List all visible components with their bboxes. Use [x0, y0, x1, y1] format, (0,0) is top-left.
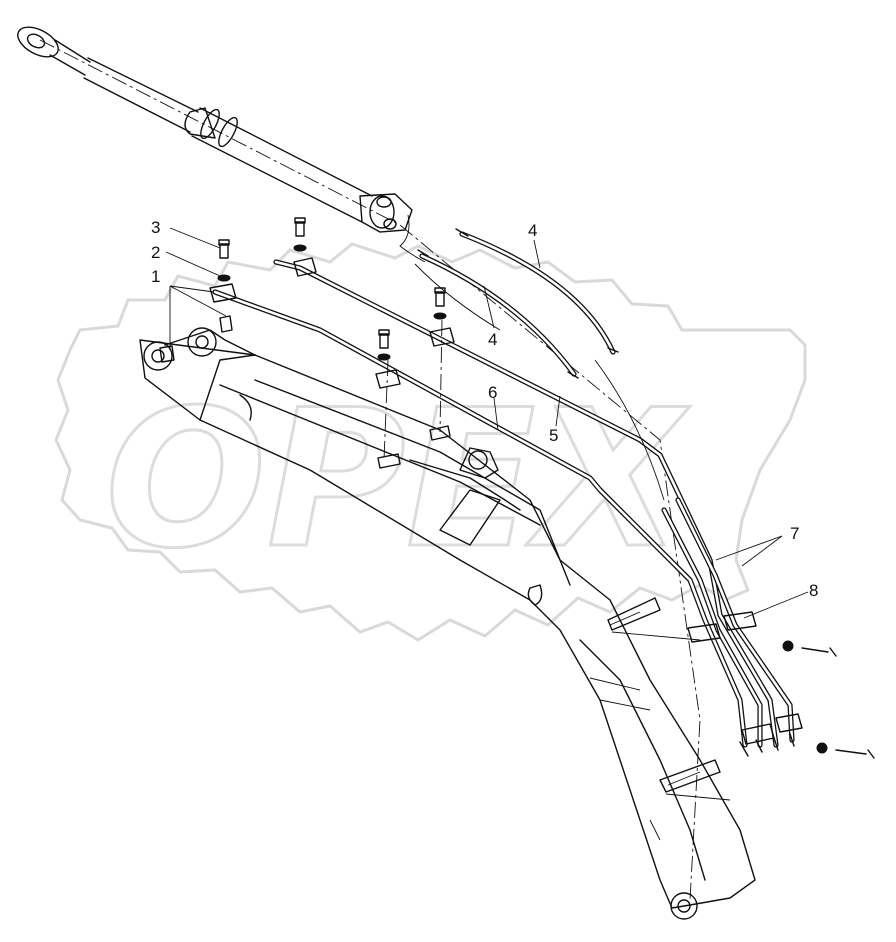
hydraulic-pipes	[212, 228, 795, 748]
callout-5: 5	[549, 426, 558, 445]
callout-1: 1	[151, 267, 160, 286]
callout-4-lower: 4	[488, 330, 497, 349]
watermark-gear	[54, 242, 807, 642]
clamps-and-fasteners	[159, 217, 875, 759]
callout-7: 7	[790, 524, 799, 543]
callout-labels: 1 2 3 4 4 5 6 7 8	[151, 218, 818, 600]
callout-8: 8	[809, 581, 818, 600]
leader-lines	[165, 227, 809, 619]
callout-4-upper: 4	[528, 221, 537, 240]
callout-6: 6	[488, 383, 497, 402]
callout-3: 3	[151, 218, 160, 237]
callout-2: 2	[151, 243, 160, 262]
boom-arm	[139, 327, 756, 920]
watermark-text: OPEX	[105, 369, 691, 590]
